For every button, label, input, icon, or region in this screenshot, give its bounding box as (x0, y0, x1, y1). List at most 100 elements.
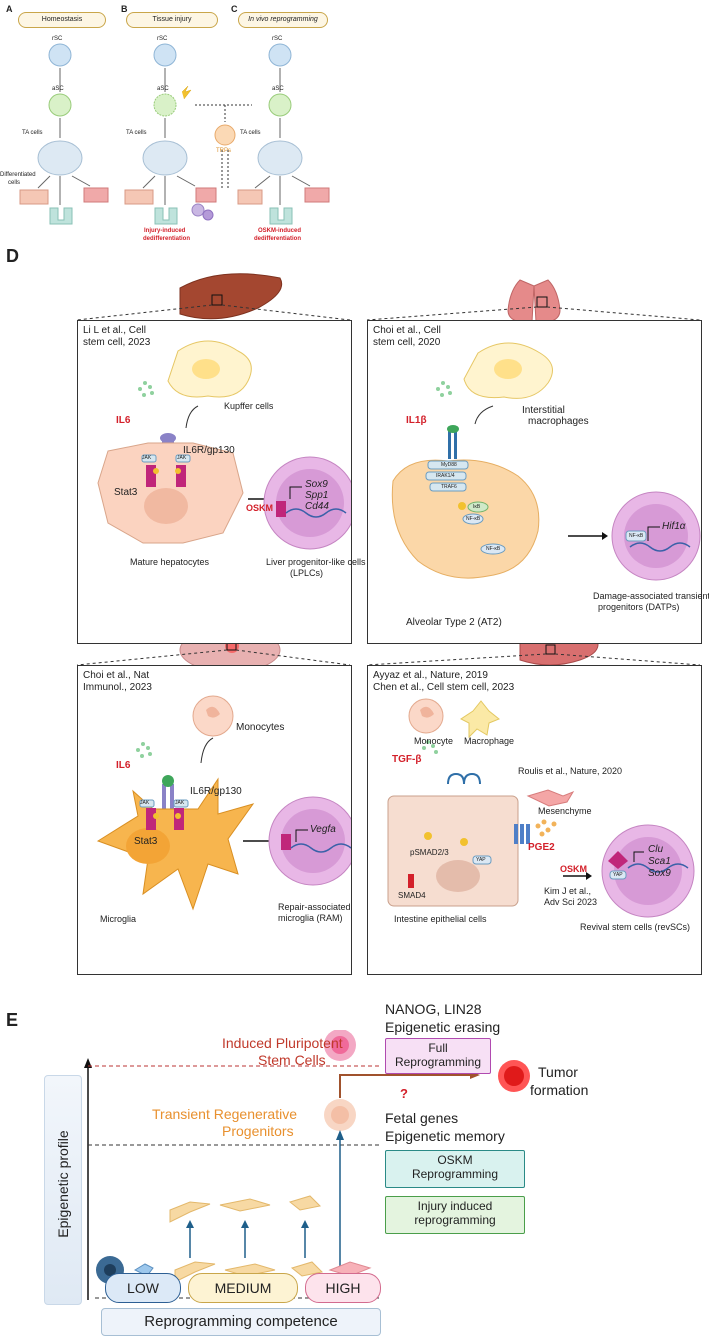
brain-ref-1: Choi et al., Nat (83, 670, 150, 681)
question-mark: ? (400, 1086, 408, 1101)
gut-cell-label: Intestine epithelial cells (394, 914, 487, 924)
oskm-label-e-2: Reprogramming (411, 1167, 499, 1181)
receptor-liver: IL6R/gp130 (183, 445, 235, 456)
injury-label-e-2: reprogramming (414, 1213, 496, 1227)
pge2-label: PGE2 (528, 842, 555, 853)
yap-label-2: YAP (613, 872, 623, 878)
brain-target-1: Repair-associated (278, 902, 351, 912)
psmad-label: pSMAD2/3 (410, 848, 449, 857)
liver-target-2: (LPLCs) (290, 568, 324, 578)
oskm-label-e-1: OSKM (437, 1153, 473, 1167)
oskm-reprogramming-box: OSKM Reprogramming (385, 1150, 525, 1188)
low-pill: LOW (105, 1273, 181, 1303)
panel-c-letter: C (231, 4, 238, 14)
liver-ref-1: Li L et al., Cell (83, 325, 146, 336)
panel-abc: A B C Homeostasis Tissue injury In vivo … (0, 0, 709, 250)
rsc-label-c: rSC (272, 36, 283, 42)
tgfb-label: TGF-β (392, 754, 422, 765)
receptor-brain: IL6R/gp130 (190, 786, 242, 797)
liver-target-1: Liver progenitor-like cells (266, 557, 366, 567)
lineage-diagram (19, 43, 330, 225)
injury-label-2: dedifferentiation (143, 236, 191, 242)
panel-b-title: Tissue injury (126, 12, 218, 28)
trp-label-2: Progenitors (222, 1123, 294, 1139)
nfkb-label-3: NF-κB (629, 533, 644, 539)
ta-label-a: TA cells (22, 130, 43, 136)
rsc-label-b: rSC (157, 36, 168, 42)
liver-gene-3: Cd44 (305, 501, 329, 512)
nanog-label: NANOG, LIN28 (385, 1001, 482, 1017)
brain-ref-2: Immunol., 2023 (83, 682, 152, 693)
stat3-liver: Stat3 (114, 487, 138, 498)
ipsc-label-2: Stem Cells (258, 1052, 326, 1068)
epigenetic-erasing-label: Epigenetic erasing (385, 1019, 501, 1035)
gut-gene-3: Sox9 (648, 868, 671, 879)
irak-label: IRAK1/4 (436, 473, 455, 479)
full-label-1: Full (428, 1041, 448, 1055)
brain-cell-label: Microglia (100, 914, 137, 924)
brain-target-2: microglia (RAM) (278, 913, 343, 923)
oskm-label-1: OSKM-induced (258, 228, 301, 234)
liver-gene-1: Sox9 (305, 479, 328, 490)
panel-c-title: In vivo reprogramming (238, 12, 328, 28)
diff-label-1: Differentiated (0, 172, 36, 178)
gut-illustration (387, 698, 695, 918)
kim-ref-2: Adv Sci 2023 (544, 897, 598, 907)
gut-panel: Ayyaz et al., Nature, 2019 Chen et al., … (367, 665, 702, 975)
stat3-brain: Stat3 (134, 836, 158, 847)
il6-liver: IL6 (116, 415, 131, 426)
lung-ref-2: stem cell, 2020 (373, 337, 441, 348)
kupffer-label: Kupffer cells (224, 401, 274, 411)
jak-liver-1: JAK (142, 455, 152, 461)
panel-a-title: Homeostasis (18, 12, 106, 28)
mesenchyme-label: Mesenchyme (538, 806, 592, 816)
liver-panel: Li L et al., Cell stem cell, 2023 Kupffe… (77, 320, 366, 644)
lung-ref-1: Choi et al., Cell (373, 325, 441, 336)
fetal-genes-label: Fetal genes (385, 1110, 459, 1126)
gut-target-label: Revival stem cells (revSCs) (580, 922, 691, 932)
liver-illustration (97, 340, 351, 550)
monocyte-label: Monocyte (414, 736, 454, 746)
macro-label-2: macrophages (528, 416, 589, 427)
gut-gene-2: Sca1 (648, 856, 671, 867)
monocytes-label: Monocytes (236, 722, 285, 733)
myd88-label: MyD88 (441, 462, 457, 468)
lung-target-1: Damage-associated transient (593, 591, 709, 601)
panel-d-letter: D (6, 246, 19, 266)
gut-ref-2: Chen et al., Cell stem cell, 2023 (373, 682, 515, 693)
lung-cell-label: Alveolar Type 2 (AT2) (406, 617, 502, 628)
il6-brain: IL6 (116, 760, 131, 771)
asc-label-b: aSC (157, 86, 169, 92)
reprogramming-competence-label: Reprogramming competence (101, 1308, 381, 1336)
injury-label-1: Injury-induced (144, 228, 186, 234)
jak-liver-2: JAK (177, 455, 187, 461)
lung-target-2: progenitors (DATPs) (598, 602, 680, 612)
macro-label-1: Interstitial (522, 405, 565, 416)
high-pill: HIGH (305, 1273, 381, 1303)
panel-a-letter: A (6, 4, 13, 14)
nfkb-label-2: NF-κB (486, 546, 501, 552)
ta-label-b: TA cells (126, 130, 147, 136)
nfkb-label-1: NF-κB (466, 516, 481, 522)
full-label-2: Reprogramming (394, 1055, 482, 1069)
liver-gene-2: Spp1 (305, 490, 329, 501)
roulis-ref: Roulis et al., Nature, 2020 (518, 766, 623, 776)
tumor-label-2: formation (530, 1082, 589, 1098)
ta-label-c: TA cells (240, 130, 261, 136)
epigenetic-profile-bar: Epigenetic profile (44, 1075, 82, 1305)
oskm-gut: OSKM (560, 864, 587, 874)
gut-ref-1: Ayyaz et al., Nature, 2019 (373, 670, 488, 681)
jak-brain-2: JAK (175, 800, 185, 806)
panel-e-letter: E (6, 1010, 19, 1030)
lung-gene: Hif1α (662, 521, 686, 532)
trp-label-1: Transient Regenerative (152, 1106, 298, 1122)
liver-cell-label: Mature hepatocytes (130, 557, 210, 567)
ipsc-label-1: Induced Pluripotent (222, 1035, 343, 1051)
asc-label-c: aSC (272, 86, 284, 92)
il1b-lung: IL1β (406, 415, 427, 426)
liver-ref-2: stem cell, 2023 (83, 337, 151, 348)
injury-label-e-1: Injury induced (417, 1199, 493, 1213)
macrophage-label: Macrophage (464, 736, 515, 746)
traf-label: TRAF6 (441, 484, 457, 490)
medium-pill: MEDIUM (188, 1273, 298, 1303)
